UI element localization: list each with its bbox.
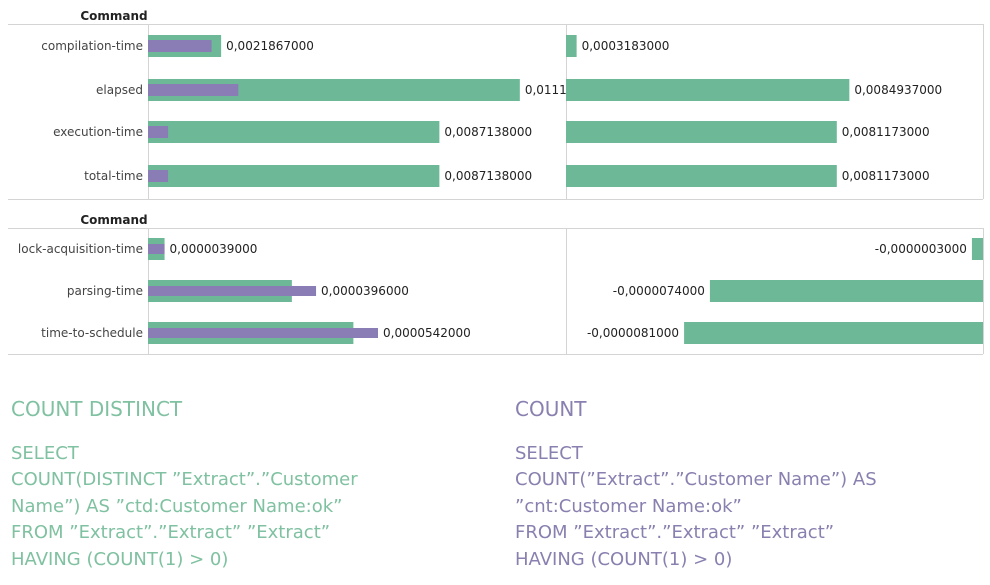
category-label: compilation-time	[41, 39, 143, 53]
bar-purple	[148, 328, 379, 338]
category-label: execution-time	[53, 125, 143, 139]
value-label: 0,0087138000	[444, 125, 532, 139]
value-label: 0,0081173000	[842, 125, 930, 139]
value-label: 0,0003183000	[582, 39, 670, 53]
bar-green	[566, 121, 837, 143]
bar-green	[566, 35, 577, 57]
bar-purple	[148, 170, 169, 182]
category-label: total-time	[84, 169, 143, 183]
value-label: -0,0000081000	[587, 326, 679, 340]
bar-purple	[148, 40, 212, 52]
category-label: elapsed	[96, 83, 143, 97]
bar-green	[684, 322, 983, 344]
value-label: 0,0021867000	[226, 39, 314, 53]
category-label: parsing-time	[67, 284, 143, 298]
value-label: 0,0084937000	[854, 83, 942, 97]
bar-green	[148, 79, 520, 101]
count-query: COUNT SELECT COUNT(”Extract”.”Customer N…	[515, 396, 877, 573]
bar-purple	[148, 286, 317, 296]
count-heading: COUNT	[515, 397, 587, 421]
bar-purple	[148, 84, 239, 96]
count-distinct-line: HAVING (COUNT(1) > 0)	[11, 548, 229, 570]
count-distinct-line: FROM ”Extract”.”Extract” ”Extract”	[11, 522, 331, 543]
bar-green	[148, 121, 440, 143]
count-distinct-query: COUNT DISTINCT SELECT COUNT(DISTINCT ”Ex…	[11, 396, 358, 573]
value-label: -0,0000003000	[875, 242, 967, 256]
value-label: 0,0081173000	[842, 169, 930, 183]
value-label: 0,0000039000	[170, 242, 258, 256]
axis-title: Command	[80, 213, 147, 227]
count-distinct-line: SELECT	[11, 442, 79, 464]
count-distinct-line: Name”) AS ”ctd:Customer Name:ok”	[11, 495, 343, 517]
bar-green	[709, 280, 983, 302]
value-label: 0,0000542000	[383, 326, 471, 340]
value-label: -0,0000074000	[613, 284, 705, 298]
category-label: lock-acquisition-time	[18, 242, 143, 256]
value-label: 0,0087138000	[444, 169, 532, 183]
bar-green	[971, 238, 983, 260]
axis-title: Command	[80, 9, 147, 23]
bar-green	[566, 165, 837, 187]
count-line: COUNT(”Extract”.”Customer Name”) AS	[515, 469, 877, 490]
comparison-chart: Command compilation-time elapsed execution-…	[8, 9, 984, 355]
category-label: time-to-schedule	[41, 326, 143, 340]
count-line: FROM ”Extract”.”Extract” ”Extract”	[515, 522, 835, 543]
count-line: HAVING (COUNT(1) > 0)	[515, 548, 733, 570]
count-distinct-line: COUNT(DISTINCT ”Extract”.”Customer	[11, 469, 358, 490]
value-label: 0,0000396000	[321, 284, 409, 298]
bar-green	[148, 165, 440, 187]
bar-green	[566, 79, 850, 101]
bar-purple	[148, 244, 165, 254]
bar-purple	[148, 126, 169, 138]
count-distinct-heading: COUNT DISTINCT	[11, 397, 183, 421]
count-line: SELECT	[515, 442, 583, 464]
count-line: ”cnt:Customer Name:ok”	[515, 495, 742, 517]
